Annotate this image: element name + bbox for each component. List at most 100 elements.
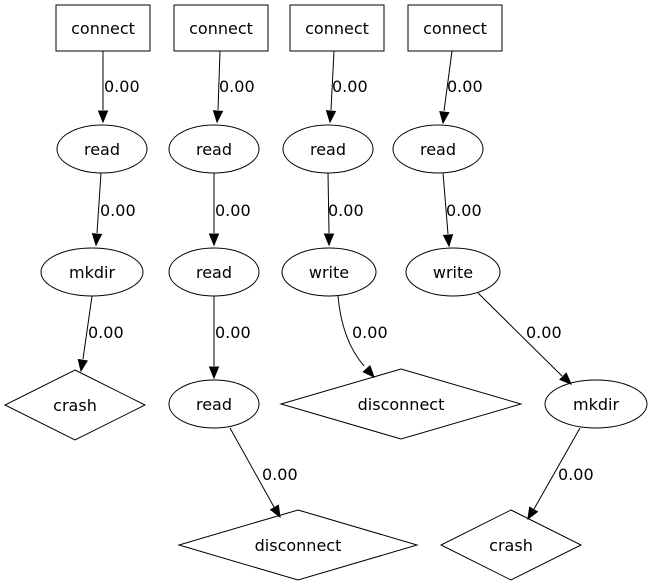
edge-label: 0.00 [447,77,483,96]
edge-line [229,427,275,508]
node-ellipse-mkdir: mkdir [544,379,648,429]
node-diamond-crash: crash [439,509,583,581]
edge-label: 0.00 [332,77,368,96]
ellipse-shape [405,247,501,297]
node-label: crash [489,536,533,555]
arrowhead-icon [323,233,335,247]
box-shape [407,4,503,52]
edge-label: 0.00 [526,323,562,342]
edge-r4-w4: 0.00 [442,172,482,248]
edge-r2b-r2c: 0.00 [208,296,251,380]
diamond-shape [3,369,147,441]
arrowhead-icon [77,358,88,373]
node-label: disconnect [358,395,445,414]
node-label: disconnect [255,536,342,555]
node-box-connect: connect [173,4,269,52]
edge-label: 0.00 [219,77,255,96]
edge-line [82,295,93,360]
diamond-shape [279,368,523,440]
node-ellipse-write: write [281,247,377,297]
edge-w3-d3: 0.00 [337,295,388,378]
node-ellipse-read: read [168,124,260,174]
arrowhead-icon [97,110,109,124]
edge-line [96,172,102,234]
edge-label: 0.00 [215,201,251,220]
edge-line [337,295,365,367]
edge-label: 0.00 [352,323,388,342]
arrowhead-icon [362,364,375,378]
ellipse-shape [392,124,484,174]
edge-label: 0.00 [328,201,364,220]
arrowhead-icon [325,110,337,124]
node-diamond-disconnect: disconnect [177,509,419,581]
box-shape [55,4,151,52]
edge-line [217,50,221,111]
ellipse-shape [56,124,148,174]
node-box-connect: connect [407,4,503,52]
node-label: crash [53,396,97,415]
ellipse-shape [40,247,144,297]
node-ellipse-mkdir: mkdir [40,247,144,297]
edge-label: 0.00 [104,77,140,96]
edge-c1-r1: 0.00 [97,51,140,124]
edge-label: 0.00 [558,465,594,484]
edge-r2c-d2: 0.00 [229,427,298,519]
edge-label: 0.00 [446,201,482,220]
edge-r1-m1: 0.00 [91,172,136,247]
edge-label: 0.00 [88,323,124,342]
edge-m1-x1: 0.00 [77,295,124,373]
ellipse-shape [168,247,260,297]
node-ellipse-read: read [168,379,260,429]
node-box-connect: connect [55,4,151,52]
arrowhead-icon [269,504,281,519]
node-ellipse-read: read [392,124,484,174]
node-ellipse-read: read [56,124,148,174]
node-label: read [420,140,456,159]
arrowhead-icon [559,372,572,385]
node-label: read [196,395,232,414]
ellipse-shape [544,379,648,429]
ellipse-shape [282,124,374,174]
node-label: read [84,140,120,159]
node-diamond-crash: crash [3,369,147,441]
node-label: write [309,263,349,282]
edge-line [443,50,453,112]
edge-line [533,427,581,510]
edge-r2-r2b: 0.00 [208,173,251,247]
node-ellipse-write: write [405,247,501,297]
edge-w4-m4: 0.00 [477,292,572,385]
edge-c2-r2: 0.00 [212,50,255,124]
edge-m4-x4: 0.00 [527,427,594,521]
diamond-shape [177,509,419,581]
ellipse-shape [168,379,260,429]
arrowhead-icon [527,506,539,521]
node-label: connect [71,19,135,38]
node-label: connect [305,19,369,38]
edge-label: 0.00 [100,201,136,220]
edge-line [327,172,330,234]
node-label: connect [423,19,487,38]
node-diamond-disconnect: disconnect [279,368,523,440]
ellipse-shape [281,247,377,297]
node-box-connect: connect [289,4,385,52]
node-ellipse-read: read [282,124,374,174]
node-label: read [196,140,232,159]
edge-line [330,50,335,111]
node-label: connect [189,19,253,38]
edge-r3-w3: 0.00 [323,172,364,247]
node-label: read [196,263,232,282]
node-label: mkdir [573,395,619,414]
diamond-shape [439,509,583,581]
arrowhead-icon [212,110,224,124]
edge-c3-r3: 0.00 [325,50,368,124]
arrowhead-icon [208,233,220,247]
edge-c4-r4: 0.00 [439,50,483,125]
arrowhead-icon [439,110,450,125]
edge-line [477,292,563,377]
arrowhead-icon [91,233,103,247]
box-shape [289,4,385,52]
node-label: read [310,140,346,159]
edge-line [442,172,449,235]
node-label: mkdir [69,263,115,282]
